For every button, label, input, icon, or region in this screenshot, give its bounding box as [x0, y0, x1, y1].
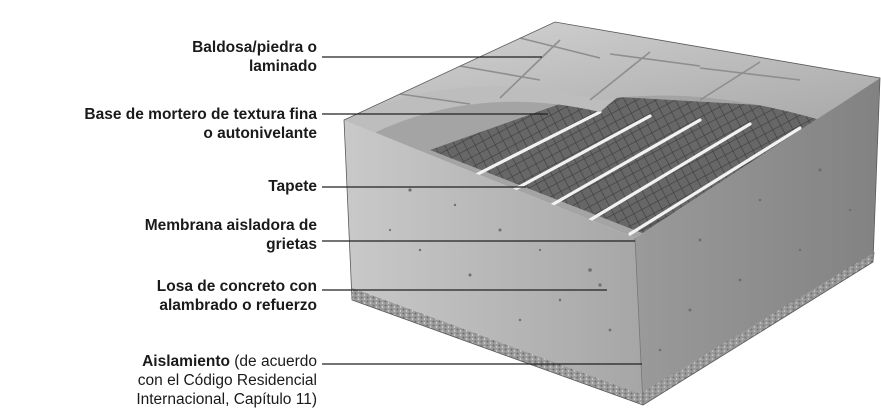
label-mat: Tapete	[268, 177, 317, 196]
label-slab-line2: alambrado o refuerzo	[159, 297, 317, 314]
label-mat-line1: Tapete	[268, 178, 317, 195]
label-insulation-rest: (de acuerdo	[229, 353, 317, 370]
label-mortar: Base de mortero de textura fina o autoni…	[84, 105, 317, 143]
label-tile-line1: Baldosa/piedra o	[192, 39, 317, 56]
label-membrane-line2: grietas	[266, 236, 317, 253]
label-insulation: Aislamiento (de acuerdo con el Código Re…	[136, 352, 317, 409]
leader-lines	[322, 56, 642, 365]
label-insulation-bold: Aislamiento	[142, 353, 230, 370]
label-membrane-line1: Membrana aisladora de	[144, 217, 317, 234]
label-insulation-line3: Internacional, Capítulo 11)	[136, 391, 317, 408]
tile-layer	[344, 22, 880, 120]
slab-left-face	[344, 120, 643, 405]
label-mortar-line1: Base de mortero de textura fina	[84, 106, 317, 123]
slab-right-face	[635, 78, 880, 405]
label-insulation-line2: con el Código Residencial	[137, 372, 317, 389]
label-slab: Losa de concreto con alambrado o refuerz…	[157, 277, 317, 315]
label-tile: Baldosa/piedra o laminado	[192, 38, 317, 76]
label-membrane: Membrana aisladora de grietas	[145, 216, 317, 254]
label-insulation-line1: Aislamiento (de acuerdo	[136, 352, 317, 371]
label-slab-line1: Losa de concreto con	[156, 278, 317, 295]
label-mortar-line2: o autonivelante	[203, 125, 317, 142]
label-tile-line2: laminado	[248, 58, 317, 75]
insulation-band	[352, 288, 643, 405]
tile-joints	[399, 37, 801, 105]
heating-mat	[430, 95, 880, 238]
